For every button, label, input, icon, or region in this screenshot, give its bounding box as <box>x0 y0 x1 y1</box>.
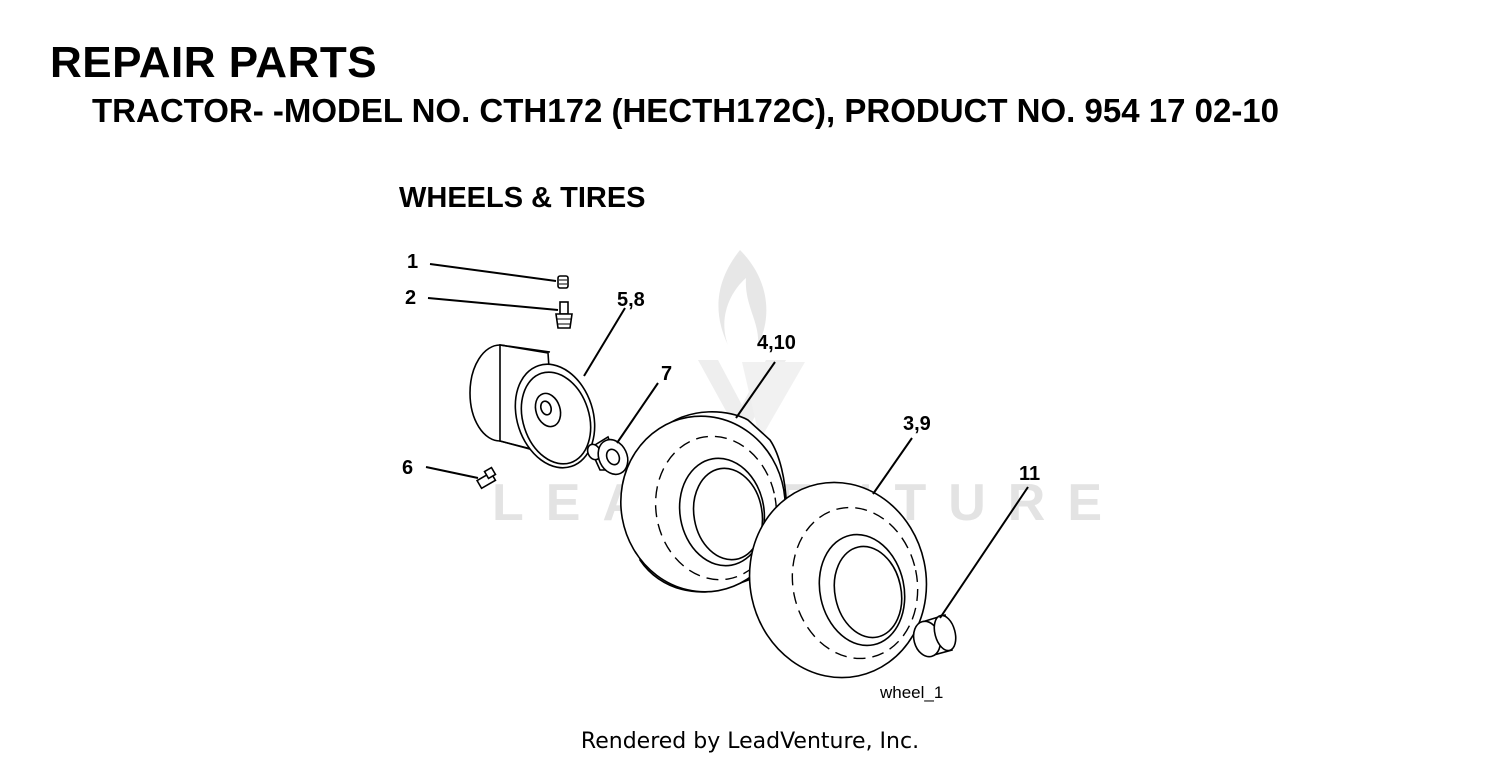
callout-rim: 5,8 <box>617 289 645 311</box>
leader-cap <box>429 263 557 282</box>
hub-cap-part <box>912 613 957 658</box>
footer-credit: Rendered by LeadVenture, Inc. <box>580 729 920 754</box>
figure-id: wheel_1 <box>879 683 943 702</box>
model-subtitle: TRACTOR- -MODEL NO. CTH172 (HECTH172C), … <box>92 92 1280 129</box>
leader-hub-cap <box>939 486 1029 619</box>
leader-rear-tire <box>872 437 913 495</box>
leader-bushing <box>616 382 659 444</box>
leader-front-tire <box>735 361 776 419</box>
bushing-part <box>586 435 629 476</box>
front-tire-part <box>620 411 788 593</box>
watermark-logo <box>698 250 805 440</box>
page-title: REPAIR PARTS <box>50 38 378 87</box>
screw-part <box>475 466 497 490</box>
valve-cap-part <box>557 275 569 289</box>
callout-bushing: 7 <box>661 363 672 385</box>
callout-cap: 1 <box>407 251 418 273</box>
section-title: WHEELS & TIRES <box>399 182 646 214</box>
callout-hub-cap: 11 <box>1019 463 1040 485</box>
callout-screw: 6 <box>402 457 413 479</box>
callout-valve: 2 <box>405 287 416 309</box>
leader-rim <box>583 307 626 377</box>
leader-valve <box>427 297 559 311</box>
valve-stem-part <box>555 301 573 329</box>
rear-tire-part <box>748 481 928 679</box>
leader-screw <box>425 466 479 479</box>
rim-part <box>469 344 596 469</box>
callout-rear-tire: 3,9 <box>903 413 931 435</box>
callout-front-tire: 4,10 <box>757 332 796 354</box>
